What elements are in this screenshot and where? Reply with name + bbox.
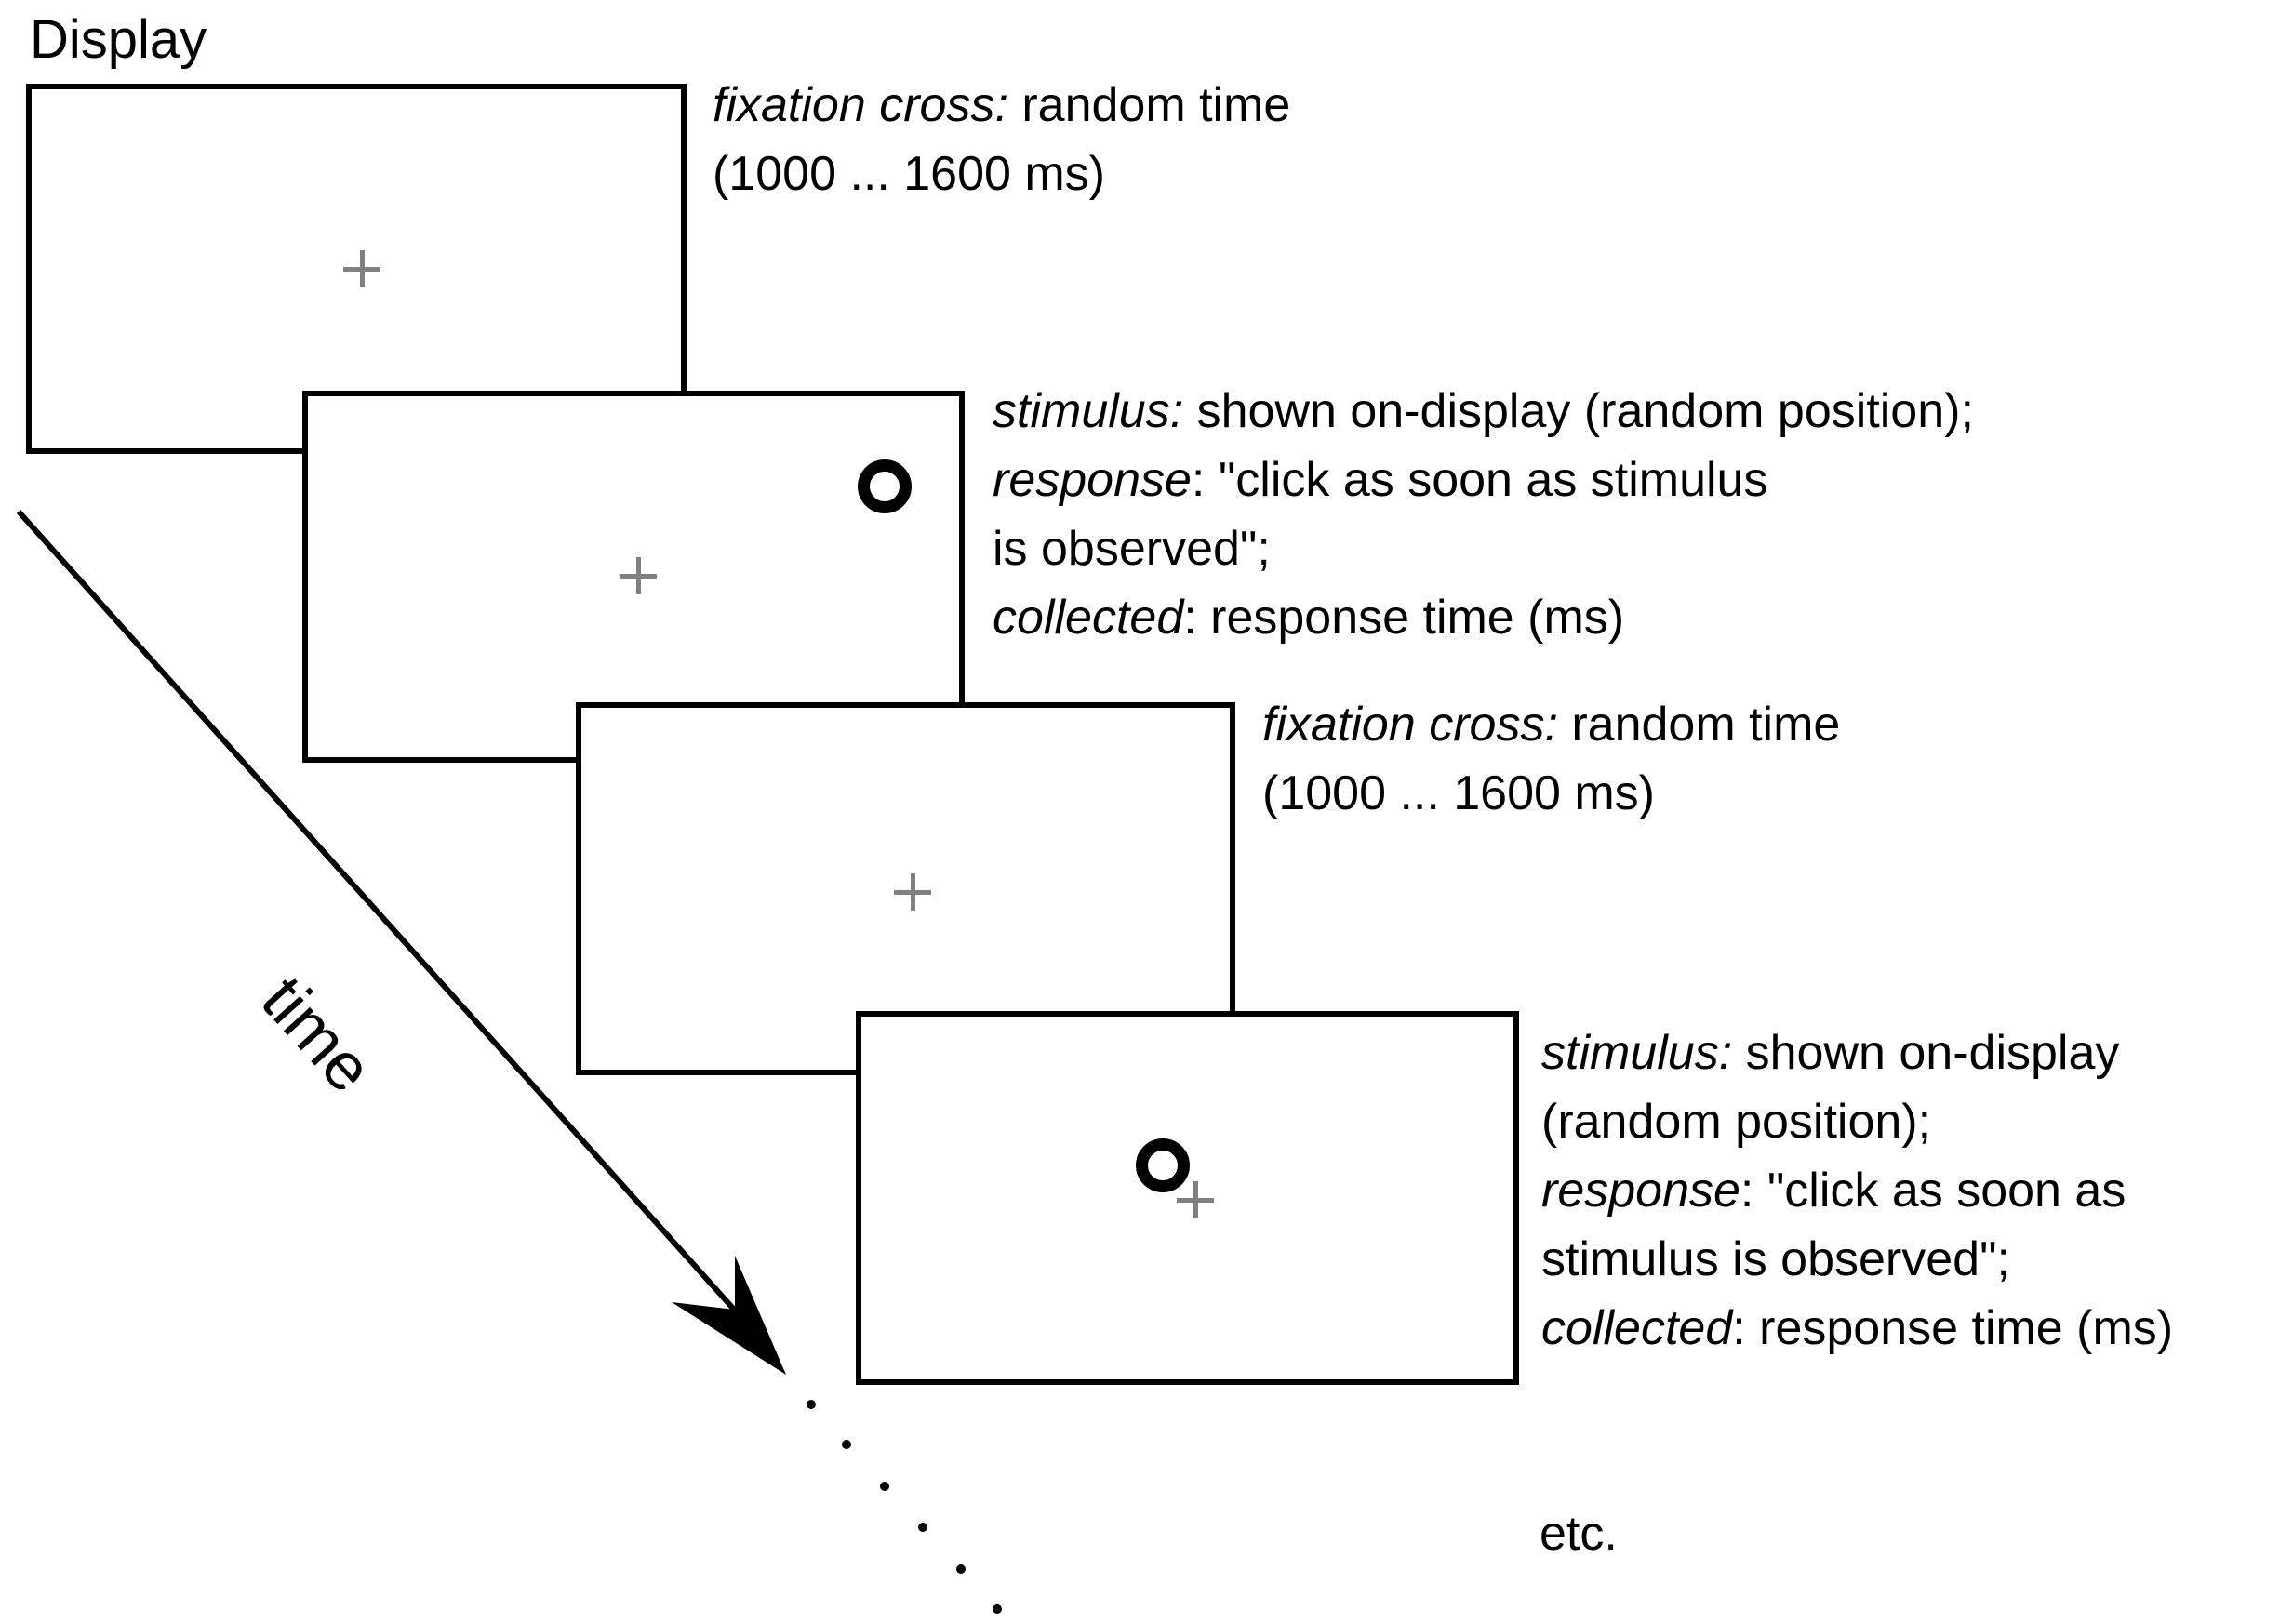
description-term: stimulus: [993, 384, 1184, 438]
description-text: (1000 ... 1600 ms) [713, 147, 1105, 201]
time-arrow-shaft [16, 509, 747, 1324]
description-text: stimulus is observed"; [1541, 1232, 2010, 1286]
description-text: random time [1557, 698, 1841, 752]
description-term: collected [1541, 1301, 1733, 1355]
description-line: stimulus is observed"; [1541, 1225, 2173, 1294]
description-text: is observed"; [993, 522, 1271, 576]
description-text: shown on-display (random position); [1183, 384, 1974, 438]
description-text: : "click as soon as stimulus [1191, 453, 1768, 507]
stimulus-ring-icon [858, 459, 912, 513]
description-line: fixation cross: random time [713, 71, 1290, 140]
description-text: : response time (ms) [1732, 1301, 2174, 1355]
display-screen-stimulus-2 [856, 1011, 1519, 1385]
continuation-dot [918, 1523, 927, 1532]
description-line: collected: response time (ms) [993, 583, 1974, 652]
description-term: response [993, 453, 1192, 507]
description-text: random time [1007, 78, 1291, 132]
continuation-dot [880, 1482, 889, 1491]
description-line: is observed"; [993, 514, 1974, 583]
display-screen-stimulus-1 [302, 391, 965, 763]
fixation-cross-icon [894, 873, 931, 911]
continuation-dot [807, 1400, 816, 1409]
description-line: collected: response time (ms) [1541, 1294, 2173, 1363]
description-line: (random position); [1541, 1087, 2173, 1156]
screen-description-2: stimulus: shown on-display (random posit… [993, 377, 1974, 652]
description-term: stimulus: [1541, 1026, 1733, 1080]
fixation-cross-icon [620, 557, 657, 594]
time-arrow-head [672, 1256, 786, 1375]
description-term: collected [993, 591, 1184, 645]
screen-description-3: fixation cross: random time (1000 ... 16… [1262, 690, 1840, 828]
description-text: : "click as soon as [1740, 1164, 2126, 1218]
description-term: fixation cross: [713, 78, 1008, 132]
continuation-dot [842, 1440, 851, 1449]
display-label: Display [30, 9, 207, 70]
fixation-cross-icon [1177, 1181, 1214, 1218]
etc-label: etc. [1540, 1507, 1618, 1561]
description-line: stimulus: shown on-display [1541, 1018, 2173, 1087]
description-line: (1000 ... 1600 ms) [713, 140, 1290, 208]
description-text: (1000 ... 1600 ms) [1262, 766, 1655, 820]
description-text: : response time (ms) [1183, 591, 1625, 645]
fixation-cross-icon [343, 250, 380, 287]
description-term: fixation cross: [1262, 698, 1558, 752]
description-text: shown on-display [1732, 1026, 2120, 1080]
continuation-dot [993, 1604, 1002, 1614]
description-line: fixation cross: random time [1262, 690, 1840, 759]
description-line: (1000 ... 1600 ms) [1262, 759, 1840, 828]
description-line: stimulus: shown on-display (random posit… [993, 377, 1974, 446]
description-text: (random position); [1541, 1095, 1932, 1149]
screen-description-1: fixation cross: random time (1000 ... 16… [713, 71, 1290, 208]
screen-description-4: stimulus: shown on-display (random posit… [1541, 1018, 2173, 1363]
continuation-dot [956, 1564, 966, 1574]
stimulus-ring-icon [1136, 1138, 1190, 1192]
description-line: response: "click as soon as [1541, 1156, 2173, 1225]
description-term: response [1541, 1164, 1740, 1218]
description-line: response: "click as soon as stimulus [993, 446, 1974, 514]
